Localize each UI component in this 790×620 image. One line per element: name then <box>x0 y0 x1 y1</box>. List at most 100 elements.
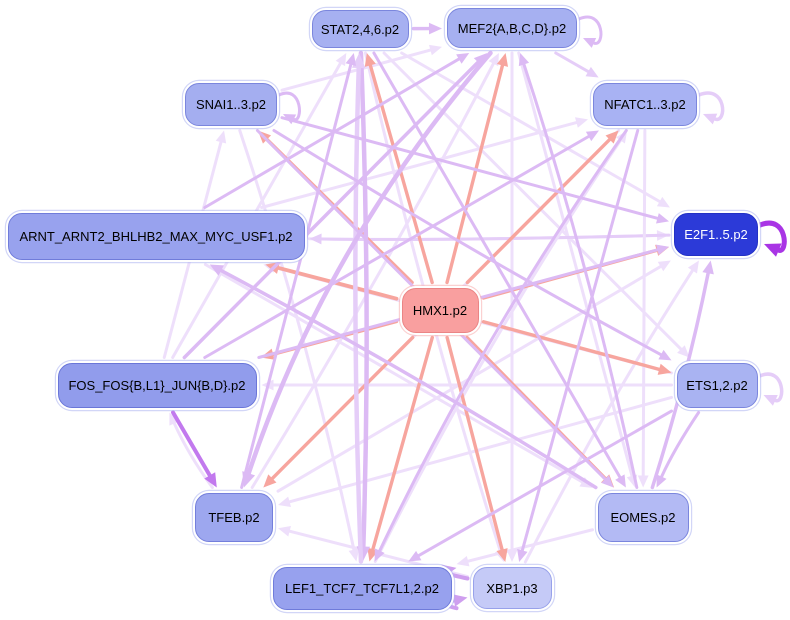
edge-fos-e2f1-arrowhead <box>656 244 669 256</box>
edge-xbp1-e2f1-arrowhead <box>687 260 699 274</box>
edge-mef2-xbp1-arrowhead <box>506 550 518 562</box>
edge-hmx1-arnt <box>276 266 399 301</box>
edge-hmx1-xbp1-arrowhead <box>496 548 508 562</box>
edge-mef2-nfatc <box>554 51 590 74</box>
edge-hmx1-lef1 <box>371 335 434 551</box>
node-label: STAT2,4,6.p2 <box>320 21 400 37</box>
edge-fos-snai1-arrowhead <box>215 130 227 144</box>
node-label: E2F1..5.p2 <box>684 226 748 242</box>
self-loop-nfatc-arrowhead <box>703 113 718 125</box>
edge-e2f1-arnt-arrowhead <box>309 233 322 245</box>
edge-fos-tfeb-arrowhead <box>204 472 217 488</box>
node-label: ETS1,2.p2 <box>686 377 748 393</box>
edge-stat-e2f1-arrowhead <box>656 196 670 208</box>
edge-hmx1-stat-arrowhead <box>364 53 376 67</box>
edge-nfatc-eomes <box>641 129 647 477</box>
edge-fos-mef2-arrowhead <box>473 53 488 67</box>
edge-tfeb-mef2 <box>250 62 495 489</box>
edge-arnt-mef2-arrowhead <box>456 53 470 64</box>
edge-tfeb-stat <box>240 63 353 489</box>
edge-eomes-lef1-arrowhead <box>456 555 470 567</box>
edge-hmx1-mef2-arrowhead <box>496 53 509 67</box>
node-label: SNAI1..3.p2 <box>195 96 267 112</box>
node-hmx1[interactable]: HMX1.p2 <box>401 287 479 333</box>
edge-ets-lef1-arrowhead <box>408 550 422 562</box>
edge-fos-tfeb <box>171 410 212 478</box>
edge-fos-nfatc <box>203 134 591 359</box>
node-arnt[interactable]: ARNT_ARNT2_BHLHB2_MAX_MYC_USF1.p2 <box>7 212 305 260</box>
node-nfatc[interactable]: NFATC1..3.p2 <box>593 82 697 126</box>
edge-tfeb-stat-arrowhead <box>345 53 357 66</box>
edge-eomes-mef2 <box>522 62 639 489</box>
edge-nfatc-eomes-arrowhead <box>637 475 649 488</box>
edge-xbp1-tfeb-arrowhead <box>278 525 291 537</box>
edge-arnt-eomes <box>203 263 584 484</box>
edge-tfeb-e2f1-arrowhead <box>657 260 671 272</box>
edge-arnt-nfatc <box>260 121 578 209</box>
edge-stat-eomes-arrowhead <box>615 474 626 488</box>
node-label: HMX1.p2 <box>412 302 468 318</box>
edge-lef1-nfatc <box>373 138 622 563</box>
node-stat[interactable]: STAT2,4,6.p2 <box>311 10 409 48</box>
edge-eomes-e2f1-arrowhead <box>702 260 714 275</box>
edge-snai1-lef1-arrowhead <box>348 548 360 562</box>
self-loop-nfatc <box>697 91 725 121</box>
edge-hmx1-tfeb <box>270 335 415 481</box>
node-label: XBP1.p3 <box>486 580 538 596</box>
node-label: FOS_FOS{B,L1}_JUN{B,D}.p2 <box>68 377 246 393</box>
self-loop-ets <box>757 372 784 403</box>
edge-xbp1-e2f1 <box>523 269 694 564</box>
edge-hmx1-ets-arrowhead <box>657 363 672 375</box>
node-xbp1[interactable]: XBP1.p3 <box>472 567 552 609</box>
node-e2f1[interactable]: E2F1..5.p2 <box>674 212 758 256</box>
edge-stat-lef1 <box>358 50 369 549</box>
node-label: LEF1_TCF7_TCF7L1,2.p2 <box>285 580 439 596</box>
edge-stat-mef2-arrowhead <box>428 22 442 35</box>
edge-stat-ets <box>382 51 683 351</box>
edge-eomes-mef2-arrowhead <box>518 53 530 67</box>
edge-tfeb-fos <box>172 421 214 489</box>
node-ets[interactable]: ETS1,2.p2 <box>676 362 758 408</box>
edge-hmx1-xbp1 <box>445 335 504 552</box>
node-label: TFEB.p2 <box>208 509 260 525</box>
edge-lef1-stat <box>353 65 364 564</box>
edge-eomes-lef1 <box>466 528 594 563</box>
edge-lef1-xbp1-arrowhead <box>452 594 468 607</box>
node-label: EOMES.p2 <box>610 509 676 525</box>
node-lef1[interactable]: LEF1_TCF7_TCF7L1,2.p2 <box>272 566 452 610</box>
edge-arnt-nfatc-arrowhead <box>575 117 588 128</box>
edge-fos-stat <box>171 61 342 359</box>
self-loop-snai1-arrowhead <box>283 114 297 125</box>
edge-stat-eomes <box>372 51 622 479</box>
edge-nfatc-lef1 <box>378 129 628 553</box>
edge-stat-ets-arrowhead <box>677 345 690 358</box>
edge-ets-eomes-arrowhead <box>656 474 667 488</box>
edge-hmx1-tfeb-arrowhead <box>263 474 277 488</box>
edge-mef2-nfatc-arrowhead <box>585 66 599 78</box>
edge-hmx1-nfatc-arrowhead <box>605 130 619 144</box>
edge-hmx1-mef2 <box>445 63 505 285</box>
edge-fos-nfatc-arrowhead <box>585 130 599 142</box>
node-mef2[interactable]: MEF2{A,B,C,D}.p2 <box>447 8 577 48</box>
edge-fos-mef2 <box>182 60 480 360</box>
node-eomes[interactable]: EOMES.p2 <box>597 492 689 542</box>
node-fos[interactable]: FOS_FOS{B,L1}_JUN{B,D}.p2 <box>57 362 257 408</box>
edge-snai1-mef2-arrowhead <box>429 44 442 56</box>
edge-snai1-eomes-arrowhead <box>601 475 614 488</box>
edge-hmx1-ets <box>481 320 661 372</box>
edge-snai1-ets-arrowhead <box>658 349 672 361</box>
node-tfeb[interactable]: TFEB.p2 <box>195 492 273 542</box>
self-loop-snai1 <box>277 91 301 121</box>
edge-tfeb-mef2-arrowhead <box>488 53 499 67</box>
node-snai1[interactable]: SNAI1..3.p2 <box>185 82 277 126</box>
edge-ets-eomes <box>660 411 701 479</box>
self-loop-ets-arrowhead <box>763 395 778 406</box>
node-label: NFATC1..3.p2 <box>604 96 686 112</box>
self-loop-mef2 <box>577 15 603 45</box>
edge-eomes-arnt <box>219 268 598 490</box>
self-loop-e2f1-arrowhead <box>764 243 782 257</box>
edge-eomes-arnt-arrowhead <box>209 264 224 276</box>
edge-mef2-tfeb <box>246 50 493 476</box>
